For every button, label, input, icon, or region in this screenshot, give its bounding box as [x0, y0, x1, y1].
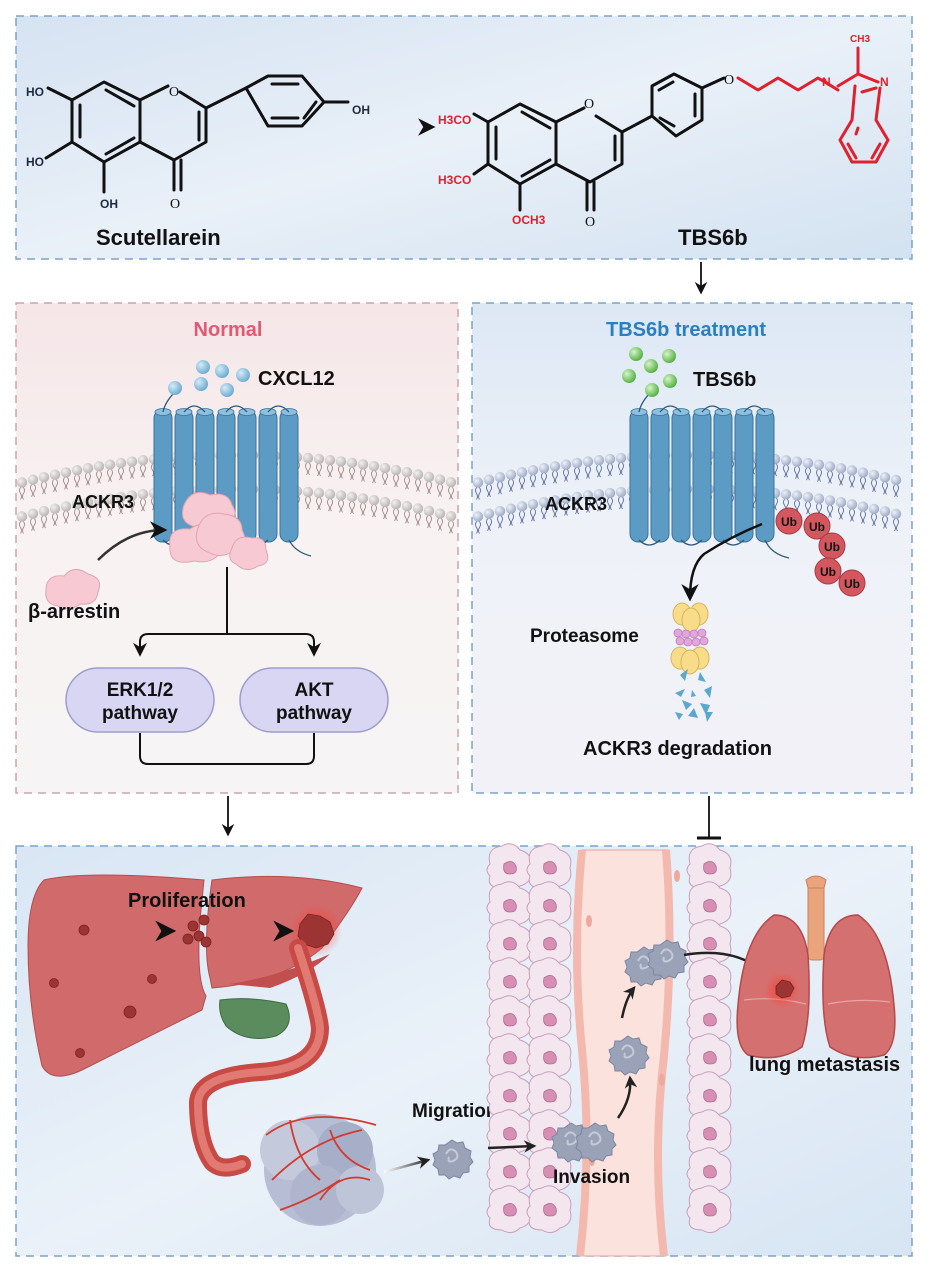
akt-pathway-node: AKT pathway — [239, 667, 389, 733]
trachea-icon — [807, 879, 825, 961]
proliferation-label: Proliferation — [128, 890, 246, 912]
treatment-panel-frame — [471, 302, 913, 794]
ub-label-1: Ub — [781, 515, 797, 529]
n3-label: N — [880, 75, 889, 89]
ackr3-degradation-label: ACKR3 degradation — [583, 738, 772, 760]
top-panel: HO HO OH O O OH Scutellarein H3CO — [15, 15, 913, 260]
ether-o-label: O — [724, 73, 734, 88]
normal-title: Normal — [194, 319, 263, 341]
erk-pathway-node: ERK1/2 pathway — [65, 667, 215, 733]
tbs6b-molecules — [622, 347, 677, 397]
bottom-panel: Proliferation Migration — [15, 843, 913, 1257]
receptor-fragments — [675, 669, 713, 722]
normal-panel: Normal CXCL12 ACKR3 — [15, 302, 459, 794]
erk-pathway-line2: pathway — [102, 703, 178, 724]
arrestin-recruit-arrow — [97, 521, 168, 561]
carbonyl-o-label-right: O — [585, 215, 595, 230]
gallbladder-icon — [219, 998, 290, 1039]
ho-label-6: HO — [26, 155, 44, 169]
ubiquitin-chain: Ub Ub Ub Ub Ub — [775, 507, 866, 597]
lung-metastasis-label: lung metastasis — [749, 1054, 900, 1076]
akt-pathway-line1: AKT — [294, 680, 333, 701]
ring-o-label-left: O — [169, 85, 179, 100]
scutellarein-label: Scutellarein — [96, 225, 221, 250]
tbs6b-label: TBS6b — [678, 225, 748, 250]
carbonyl-o-label-left: O — [170, 197, 180, 212]
invasion-arrow — [487, 1140, 537, 1153]
intravasation-arrow — [616, 1075, 638, 1119]
invasion-label: Invasion — [553, 1167, 630, 1188]
cxcl12-label: CXCL12 — [258, 368, 335, 390]
akt-pathway-line2: pathway — [276, 703, 352, 724]
lung-metastasis-nodule — [775, 979, 795, 999]
proteasome-label: Proteasome — [530, 626, 639, 647]
tumor-vasculature — [265, 1116, 377, 1211]
ring-o-label-right: O — [584, 97, 594, 112]
n1-label: N — [822, 75, 831, 89]
beta-arrestin-label: β-arrestin — [28, 601, 120, 623]
meo-label-5: OCH3 — [512, 213, 546, 227]
migration-label: Migration — [412, 1101, 498, 1122]
ackr3-label-normal: ACKR3 — [72, 492, 134, 512]
tbs6b-linker — [736, 46, 890, 164]
extravasation-arrow — [620, 986, 636, 1019]
beta-arrestin-complex — [169, 492, 269, 570]
scutellarein-structure — [44, 74, 350, 194]
ackr3-receptor-treated — [629, 391, 790, 559]
treatment-panel: TBS6b treatment TBS6b ACKR3 — [471, 302, 913, 794]
ho-label-7: HO — [26, 85, 44, 99]
meo-label-6: H3CO — [438, 173, 471, 187]
proteasome-icon — [670, 602, 710, 675]
primary-tumor-mass — [260, 1114, 384, 1226]
methyl-label: CH3 — [850, 34, 870, 45]
oh-label-5: OH — [100, 197, 118, 211]
beta-arrestin-icon — [45, 569, 101, 610]
erk-pathway-line1: ERK1/2 — [107, 680, 174, 701]
invading-tumor-cells — [551, 1122, 617, 1163]
oh-label-4p: OH — [352, 103, 370, 117]
migration-arrow-1 — [383, 1156, 431, 1174]
inhibition-connector — [697, 796, 721, 840]
meo-label-7: H3CO — [438, 113, 471, 127]
tbs6b-structure — [472, 72, 726, 212]
ub-label-4: Ub — [820, 565, 836, 579]
cxcl12-ligands — [168, 360, 250, 397]
degradation-arrow — [681, 522, 763, 602]
tbs6b-ligand-label: TBS6b — [693, 369, 756, 391]
lungs-icon — [736, 875, 896, 1059]
ub-label-2: Ub — [809, 520, 825, 534]
ub-label-3: Ub — [824, 540, 840, 554]
treatment-title: TBS6b treatment — [606, 319, 766, 341]
pathway-branch-arrows — [133, 567, 321, 765]
ackr3-label-treated: ACKR3 — [545, 494, 607, 514]
ub-label-5: Ub — [844, 577, 860, 591]
top-panel-frame — [15, 15, 913, 260]
